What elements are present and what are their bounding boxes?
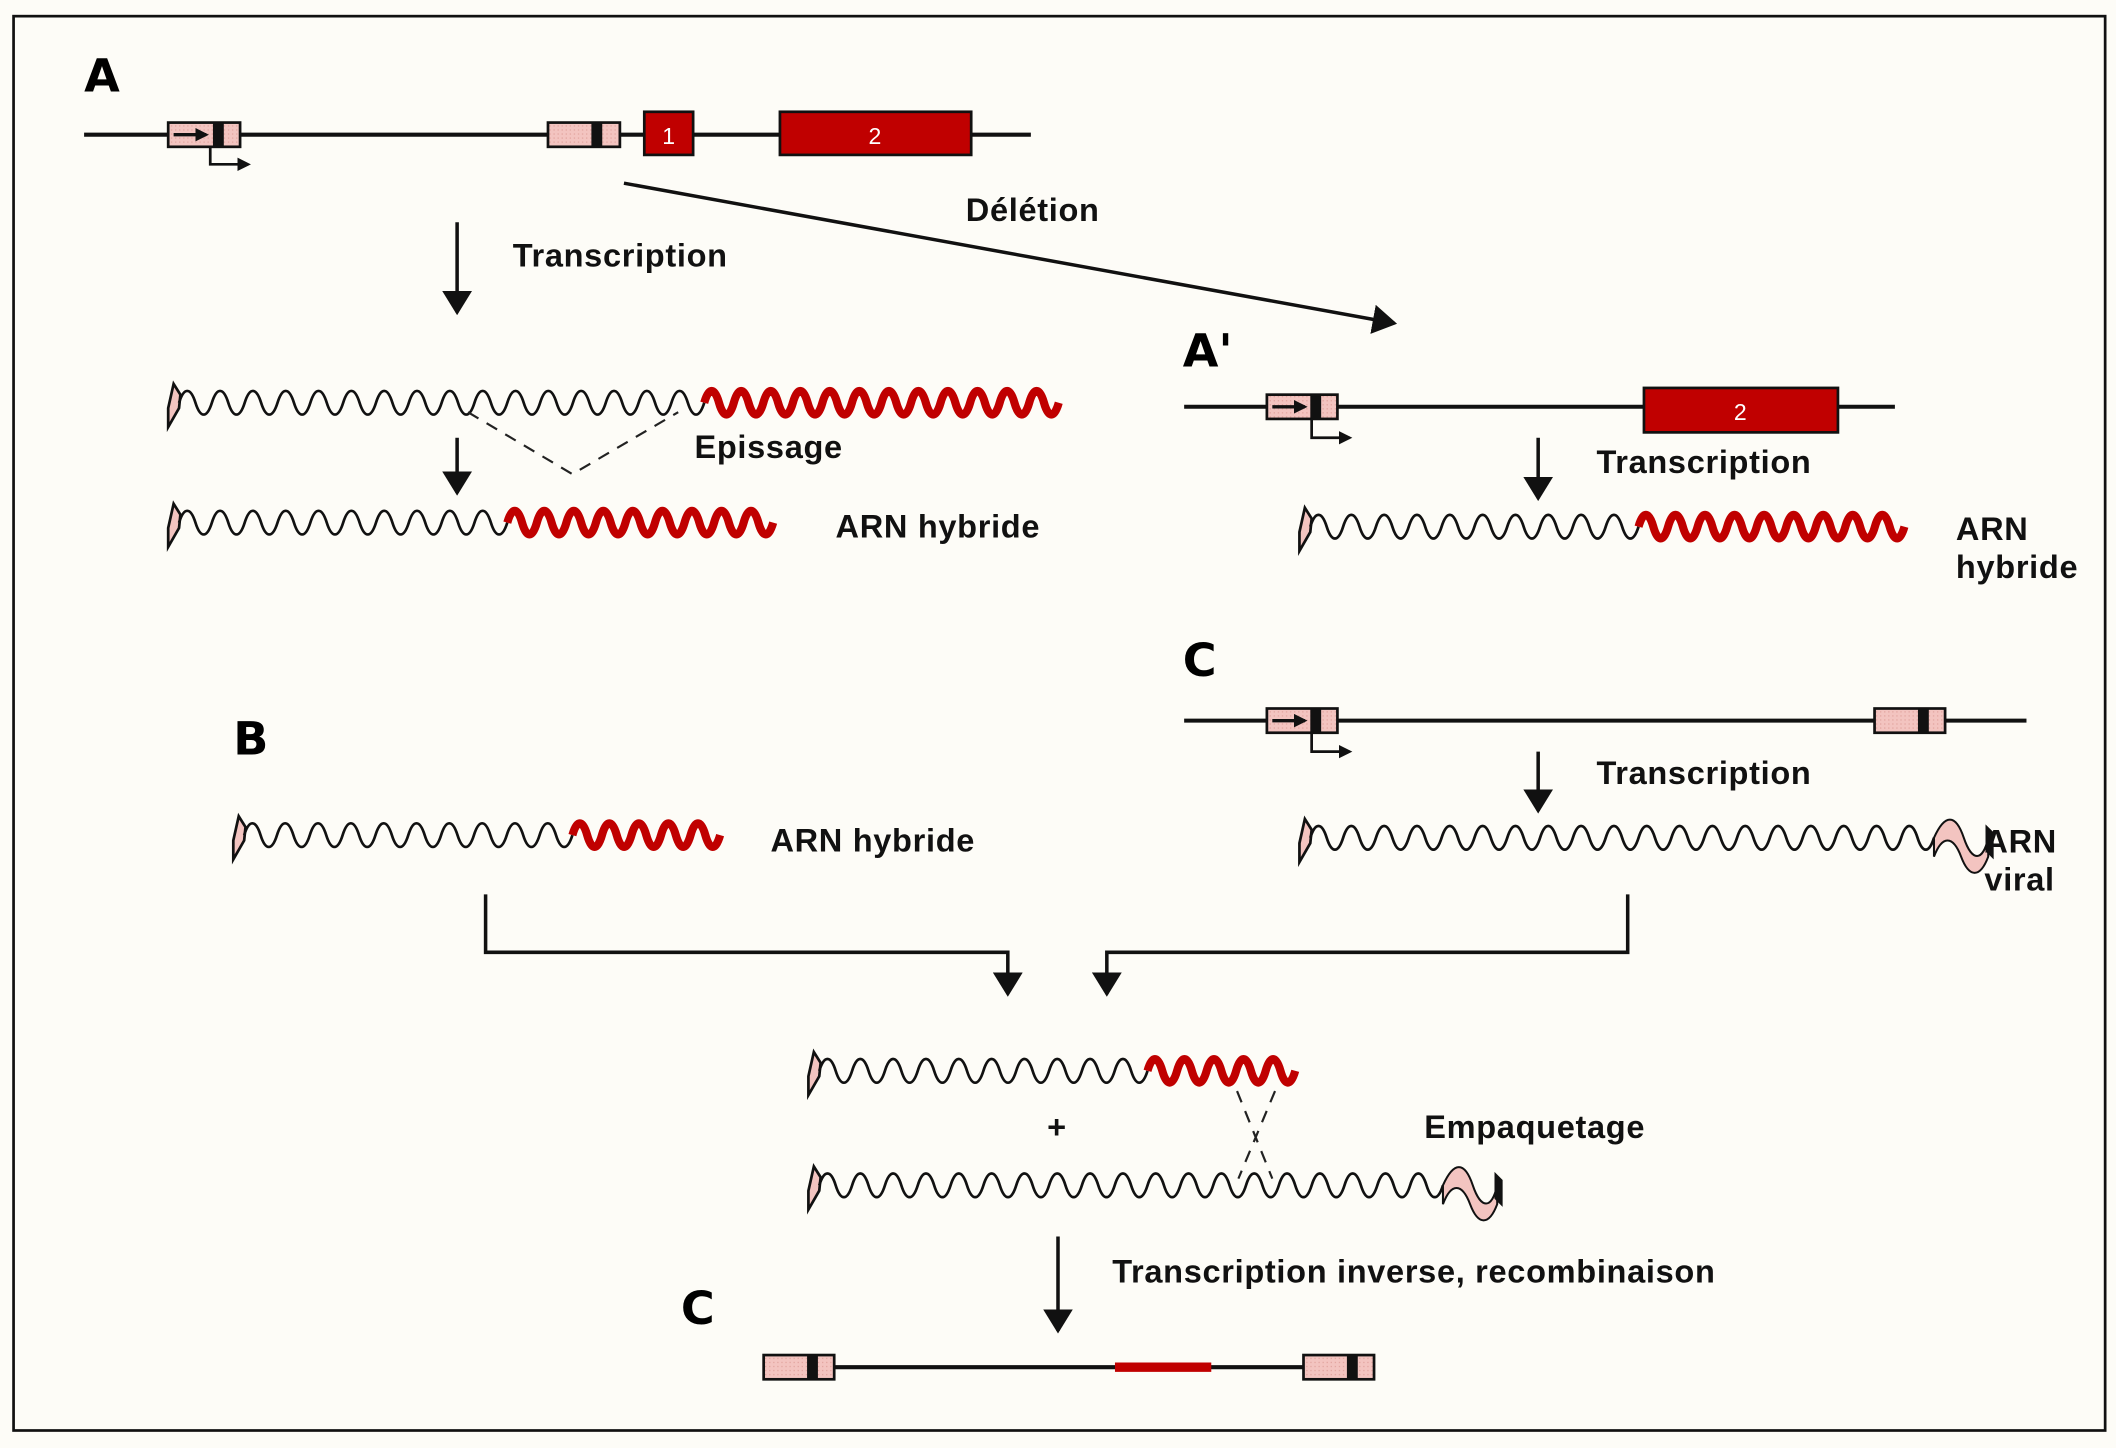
rna-label-a-prime-line2: hybride	[1956, 549, 2078, 585]
cap-5prime-icon	[166, 500, 182, 552]
cap-5prime-icon	[807, 1048, 823, 1101]
step-transcription-a: Transcription	[513, 238, 728, 274]
figure-frame	[12, 14, 2107, 1432]
rna-viral-segment	[242, 821, 574, 849]
rna-cellular-exon-segment	[1143, 1054, 1300, 1087]
rna-viral-segment	[817, 1057, 1149, 1085]
step-transcription-c: Transcription	[1596, 755, 1811, 791]
ltr-promoter-icon	[1265, 707, 1353, 759]
step-reverse-transcription: Transcription inverse, recombinaison	[1112, 1253, 1715, 1289]
rna-label-a-hybrid: ARN hybride	[836, 509, 1041, 545]
ltr-promoter-icon	[1265, 393, 1353, 445]
panel-label-a: A	[84, 49, 120, 103]
rna-label-viral-line2: viral	[1984, 861, 2054, 897]
rna-viral-segment	[177, 509, 509, 536]
panel-label-a-prime: A'	[1183, 324, 1233, 378]
ltr-box-icon	[546, 121, 622, 149]
step-splicing: Epissage	[694, 429, 842, 465]
rna-viral-segment	[177, 389, 706, 416]
ltr-3prime-icon	[1302, 1353, 1376, 1381]
dna-locus-a-prime: 2	[1184, 386, 1895, 445]
exon-1: 1	[642, 110, 695, 157]
rna-label-a-prime-line1: ARN	[1956, 511, 2029, 547]
rna-viral-segment	[1308, 824, 1936, 851]
rna-viral-segment	[817, 1172, 1445, 1199]
cap-5prime-icon	[1298, 504, 1314, 556]
deletion-arrow	[623, 181, 1398, 334]
step-deletion: Délétion	[966, 192, 1100, 228]
exon-2-deleted-label: 2	[1734, 399, 1747, 425]
merge-arrow-right	[1091, 894, 1630, 997]
merge-arrow-left	[483, 894, 1023, 997]
rna-strand-packaged-viral	[807, 1162, 1503, 1222]
ltr-5prime-icon	[762, 1353, 836, 1381]
exon-2-label: 2	[868, 123, 881, 149]
rna-cellular-exon-segment	[568, 819, 725, 851]
recombinant-provirus	[762, 1353, 1376, 1381]
exon-1-label: 1	[662, 123, 675, 149]
recombination-cross-dashes	[1236, 1090, 1277, 1180]
plus-sign: +	[1047, 1109, 1067, 1145]
rna-cellular-exon-segment	[700, 386, 1063, 419]
panel-label-b: B	[233, 711, 268, 765]
rna-viral-segment	[1308, 513, 1640, 540]
rna-strand-packaged-hybrid	[807, 1048, 1300, 1101]
panel-label-c-bottom: C	[681, 1281, 715, 1335]
dna-provirus-c	[1184, 707, 2027, 759]
step-packaging: Empaquetage	[1424, 1109, 1645, 1145]
splice-dashes	[467, 411, 679, 476]
cap-5prime-icon	[807, 1162, 823, 1215]
exon-2: 2	[778, 110, 973, 157]
rna-strand-primary-transcript	[166, 380, 1063, 433]
cap-5prime-icon	[231, 812, 247, 865]
dna-locus-a: 1 2	[84, 110, 1031, 172]
rna-3prime-end-icon	[1494, 1171, 1503, 1207]
rna-cellular-exon-segment	[503, 506, 778, 539]
rna-strand-viral	[1298, 815, 1994, 874]
rna-strand-b-hybrid	[231, 812, 725, 865]
rna-cellular-exon-segment	[1634, 510, 1909, 543]
step-transcription-a-prime: Transcription	[1596, 444, 1811, 480]
cap-5prime-icon	[1298, 815, 1314, 868]
rna-3prime-ltr-end	[1932, 818, 1990, 874]
rna-3prime-end-icon	[1985, 824, 1994, 860]
rna-label-viral-line1: ARN	[1984, 824, 2057, 860]
ltr-promoter-icon	[166, 121, 251, 172]
rna-strand-a-prime-hybrid	[1298, 504, 1909, 556]
ltr-3prime-icon	[1873, 707, 1947, 735]
panel-label-c-top: C	[1183, 633, 1217, 687]
rna-3prime-ltr-end	[1441, 1166, 1499, 1222]
cap-5prime-icon	[166, 380, 182, 433]
rna-strand-spliced-hybrid	[166, 500, 778, 552]
rna-label-b-hybrid: ARN hybride	[770, 822, 975, 858]
exon-2-after-deletion: 2	[1642, 386, 1840, 434]
